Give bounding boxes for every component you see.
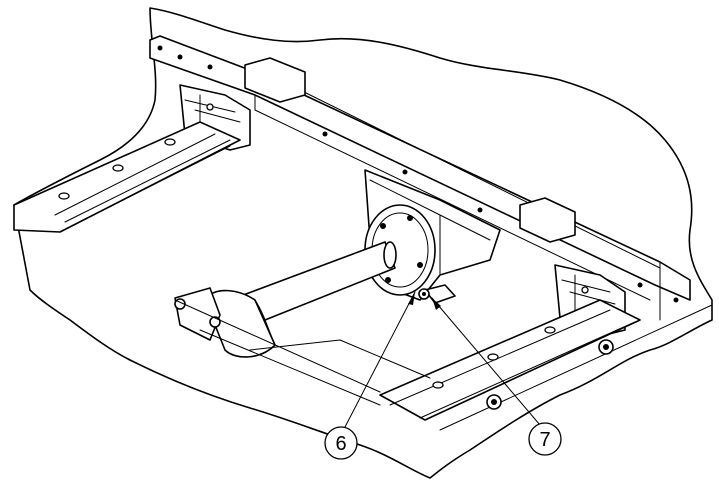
callout-6: 6 — [324, 426, 358, 460]
leader-7 — [431, 297, 541, 426]
rail-bolts — [486, 339, 614, 410]
rail-block-left — [244, 57, 306, 103]
top-frame-rail-edge — [254, 89, 661, 321]
rail-block-right — [519, 197, 576, 243]
right-rail-holes — [432, 326, 556, 389]
callout-7-label: 7 — [539, 429, 550, 451]
lower-left-frame — [174, 299, 431, 406]
callout-7: 7 — [528, 422, 562, 456]
shaft-mount-plate — [174, 287, 221, 341]
left-rail-holes — [58, 138, 176, 200]
leader-6 — [344, 291, 416, 428]
view-break-outline — [13, 7, 713, 479]
callout-6-label: 6 — [335, 433, 346, 455]
right-linear-rail — [379, 299, 641, 421]
flange-bolts — [380, 215, 423, 283]
